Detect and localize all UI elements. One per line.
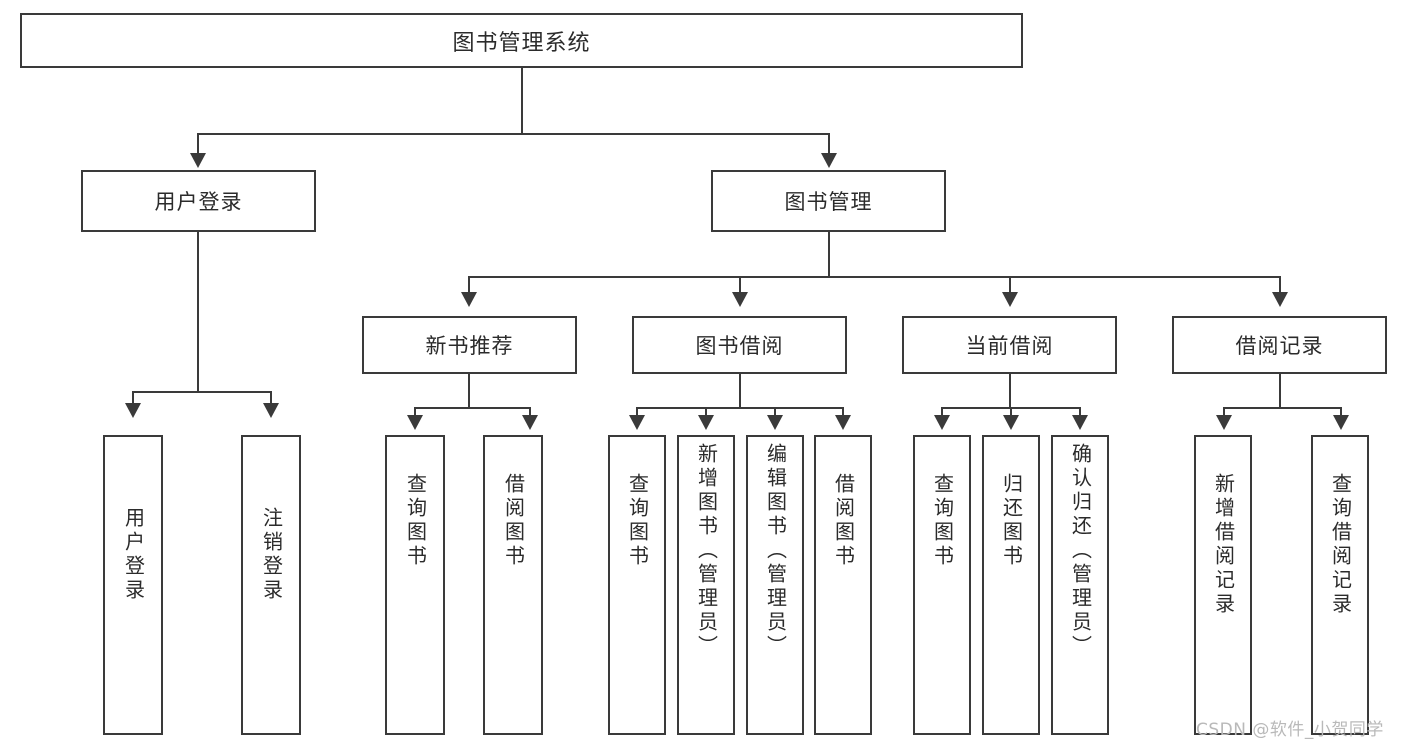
connector-userlogin-bus bbox=[132, 391, 271, 393]
arrowhead-currentborrow-leaf-1 bbox=[934, 415, 950, 430]
node-leaf-query-book-borrow[interactable]: 查询图书 bbox=[608, 435, 666, 735]
leaf-label: 借阅图书 bbox=[831, 473, 856, 569]
connector-level2-drop-right bbox=[828, 133, 830, 156]
connector-level3-drop-3 bbox=[1009, 276, 1011, 294]
arrowhead-bookborrow-leaf-1 bbox=[629, 415, 645, 430]
arrowhead-newbook-leaf-2 bbox=[522, 415, 538, 430]
connector-bookborrow-drop-1 bbox=[636, 407, 638, 417]
connector-newbook-stem bbox=[468, 374, 470, 408]
connector-borrowrecord-drop-1 bbox=[1223, 407, 1225, 417]
connector-currentborrow-drop-3 bbox=[1079, 407, 1081, 417]
arrowhead-bookborrow-leaf-2 bbox=[698, 415, 714, 430]
connector-borrowrecord-drop-2 bbox=[1340, 407, 1342, 417]
node-leaf-return-book[interactable]: 归还图书 bbox=[982, 435, 1040, 735]
node-leaf-add-borrow-record[interactable]: 新增借阅记录 bbox=[1194, 435, 1252, 735]
arrowhead-leaf-logout bbox=[263, 403, 279, 418]
leaf-label: 新增图书（管理员） bbox=[694, 443, 719, 659]
connector-level3-drop-2 bbox=[739, 276, 741, 294]
connector-borrowrecord-bus bbox=[1223, 407, 1341, 409]
connector-currentborrow-stem bbox=[1009, 374, 1011, 408]
arrowhead-borrow-record bbox=[1272, 292, 1288, 307]
connector-bookborrow-drop-3 bbox=[774, 407, 776, 417]
leaf-label: 查询图书 bbox=[625, 473, 650, 569]
node-root-book-management-system[interactable]: 图书管理系统 bbox=[20, 13, 1023, 68]
arrowhead-currentborrow-leaf-2 bbox=[1003, 415, 1019, 430]
arrowhead-borrowrecord-leaf-1 bbox=[1216, 415, 1232, 430]
leaf-label: 查询图书 bbox=[403, 473, 428, 569]
node-book-management[interactable]: 图书管理 bbox=[711, 170, 946, 232]
leaf-label: 编辑图书（管理员） bbox=[763, 443, 788, 659]
node-current-borrow[interactable]: 当前借阅 bbox=[902, 316, 1117, 374]
connector-level3-drop-4 bbox=[1279, 276, 1281, 294]
arrowhead-leaf-user-login bbox=[125, 403, 141, 418]
connector-bookborrow-drop-4 bbox=[842, 407, 844, 417]
arrowhead-currentborrow-leaf-3 bbox=[1072, 415, 1088, 430]
leaf-label: 新增借阅记录 bbox=[1211, 473, 1236, 617]
node-leaf-add-book-admin[interactable]: 新增图书（管理员） bbox=[677, 435, 735, 735]
connector-currentborrow-drop-2 bbox=[1010, 407, 1012, 417]
node-leaf-edit-book-admin[interactable]: 编辑图书（管理员） bbox=[746, 435, 804, 735]
leaf-label: 确认归还（管理员） bbox=[1068, 443, 1093, 659]
node-book-borrow[interactable]: 图书借阅 bbox=[632, 316, 847, 374]
connector-newbook-drop-2 bbox=[529, 407, 531, 417]
arrowhead-book-borrow bbox=[732, 292, 748, 307]
node-leaf-query-borrow-record[interactable]: 查询借阅记录 bbox=[1311, 435, 1369, 735]
connector-bookborrow-bus bbox=[636, 407, 843, 409]
node-leaf-query-book-current[interactable]: 查询图书 bbox=[913, 435, 971, 735]
arrowhead-bookborrow-leaf-3 bbox=[767, 415, 783, 430]
node-leaf-borrow-book-recommend[interactable]: 借阅图书 bbox=[483, 435, 543, 735]
node-user-login[interactable]: 用户登录 bbox=[81, 170, 316, 232]
connector-root-stem bbox=[521, 68, 523, 134]
connector-borrowrecord-stem bbox=[1279, 374, 1281, 408]
node-leaf-borrow-book[interactable]: 借阅图书 bbox=[814, 435, 872, 735]
leaf-label: 查询借阅记录 bbox=[1328, 473, 1353, 617]
connector-newbook-bus bbox=[414, 407, 530, 409]
arrowhead-borrowrecord-leaf-2 bbox=[1333, 415, 1349, 430]
leaf-label: 注销登录 bbox=[259, 507, 284, 603]
leaf-label: 借阅图书 bbox=[501, 473, 526, 569]
leaf-label: 归还图书 bbox=[999, 473, 1024, 569]
arrowhead-newbook-leaf-1 bbox=[407, 415, 423, 430]
leaf-label: 查询图书 bbox=[930, 473, 955, 569]
connector-bookborrow-drop-2 bbox=[705, 407, 707, 417]
connector-bookborrow-stem bbox=[739, 374, 741, 408]
node-leaf-logout[interactable]: 注销登录 bbox=[241, 435, 301, 735]
connector-currentborrow-drop-1 bbox=[941, 407, 943, 417]
arrowhead-user-login bbox=[190, 153, 206, 168]
connector-level2-drop-left bbox=[197, 133, 199, 156]
arrowhead-bookborrow-leaf-4 bbox=[835, 415, 851, 430]
connector-userlogin-drop-1 bbox=[132, 391, 134, 405]
connector-userlogin-drop-2 bbox=[270, 391, 272, 405]
arrowhead-new-book bbox=[461, 292, 477, 307]
connector-level3-bus bbox=[468, 276, 1280, 278]
node-borrow-record[interactable]: 借阅记录 bbox=[1172, 316, 1387, 374]
node-leaf-user-login[interactable]: 用户登录 bbox=[103, 435, 163, 735]
node-leaf-query-book-recommend[interactable]: 查询图书 bbox=[385, 435, 445, 735]
connector-userlogin-stem bbox=[197, 232, 199, 392]
connector-level2-bus bbox=[197, 133, 829, 135]
node-leaf-confirm-return-admin[interactable]: 确认归还（管理员） bbox=[1051, 435, 1109, 735]
leaf-label: 用户登录 bbox=[121, 507, 146, 603]
connector-newbook-drop-1 bbox=[414, 407, 416, 417]
arrowhead-book-manage bbox=[821, 153, 837, 168]
connector-bookmanage-stem bbox=[828, 232, 830, 277]
node-new-book-recommend[interactable]: 新书推荐 bbox=[362, 316, 577, 374]
arrowhead-current-borrow bbox=[1002, 292, 1018, 307]
connector-level3-drop-1 bbox=[468, 276, 470, 294]
